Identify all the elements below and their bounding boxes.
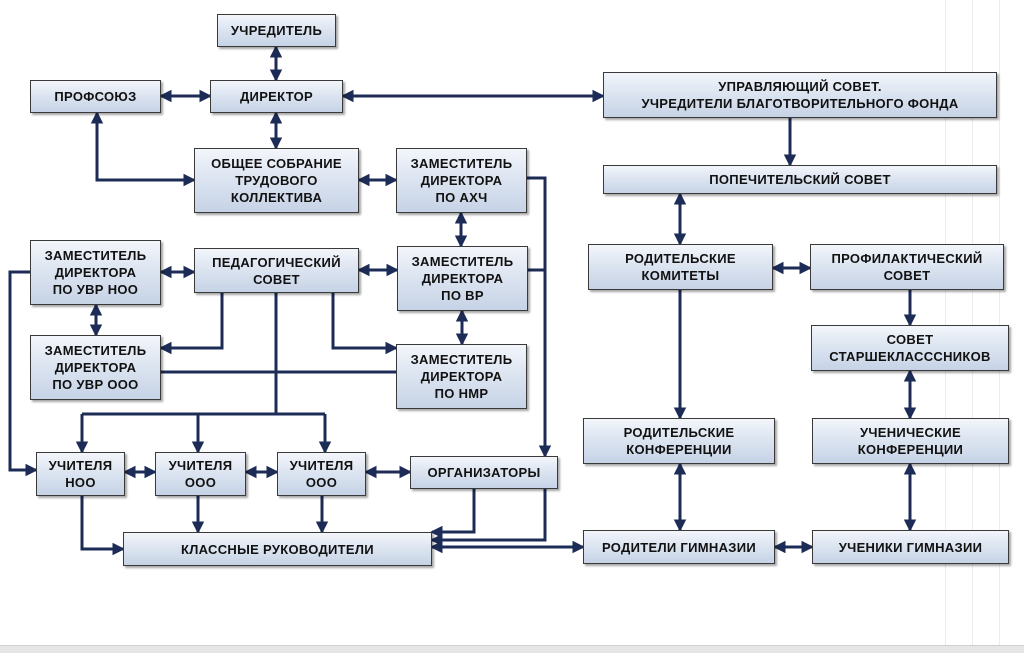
node-profsoyuz: ПРОФСОЮЗ bbox=[30, 80, 161, 113]
node-zam-vr: ЗАМЕСТИТЕЛЬ ДИРЕКТОРА ПО ВР bbox=[397, 246, 528, 311]
node-ucheniki-gimnazii: УЧЕНИКИ ГИМНАЗИИ bbox=[812, 530, 1009, 564]
node-obshchee-sobranie: ОБЩЕЕ СОБРАНИЕ ТРУДОВОГО КОЛЛЕКТИВА bbox=[194, 148, 359, 213]
node-klassnye-rukovoditeli: КЛАССНЫЕ РУКОВОДИТЕЛИ bbox=[123, 532, 432, 566]
node-zam-ahch: ЗАМЕСТИТЕЛЬ ДИРЕКТОРА ПО АХЧ bbox=[396, 148, 527, 213]
node-roditeli-gimnazii: РОДИТЕЛИ ГИМНАЗИИ bbox=[583, 530, 775, 564]
node-zam-nmr: ЗАМЕСТИТЕЛЬ ДИРЕКТОРА ПО НМР bbox=[396, 344, 527, 409]
connector-arrow bbox=[527, 176, 552, 458]
node-upravlyayushchiy-sovet: УПРАВЛЯЮЩИЙ СОВЕТ. УЧРЕДИТЕЛИ БЛАГОТВОРИ… bbox=[603, 72, 997, 118]
node-direktor: ДИРЕКТОР bbox=[210, 80, 343, 113]
node-sovet-starsheklassnikov: СОВЕТ СТАРШЕКЛАСССНИКОВ bbox=[811, 325, 1009, 371]
node-rod-konferentsii: РОДИТЕЛЬСКИЕ КОНФЕРЕНЦИИ bbox=[583, 418, 775, 464]
node-zam-uvr-noo: ЗАМЕСТИТЕЛЬ ДИРЕКТОРА ПО УВР НОО bbox=[30, 240, 161, 305]
connector-arrow bbox=[8, 270, 38, 477]
node-uchen-konferentsii: УЧЕНИЧЕСКИЕ КОНФЕРЕНЦИИ bbox=[812, 418, 1009, 464]
node-uchreditel: УЧРЕДИТЕЛЬ bbox=[217, 14, 336, 47]
node-profilakt-sovet: ПРОФИЛАКТИЧЕСКИЙ СОВЕТ bbox=[810, 244, 1004, 290]
connector-arrow bbox=[80, 496, 125, 556]
node-rod-komitety: РОДИТЕЛЬСКИЕ КОМИТЕТЫ bbox=[588, 244, 773, 290]
node-uchitelya-ooo-1: УЧИТЕЛЯ ООО bbox=[155, 452, 246, 496]
connector-arrow bbox=[331, 293, 398, 355]
bottom-scrollbar-strip bbox=[0, 645, 1024, 653]
node-uchitelya-noo: УЧИТЕЛЯ НОО bbox=[36, 452, 125, 496]
connector-arrow bbox=[159, 293, 224, 355]
node-organizatory: ОРГАНИЗАТОРЫ bbox=[410, 456, 558, 489]
connector-arrow bbox=[90, 111, 196, 187]
node-uchitelya-ooo-2: УЧИТЕЛЯ ООО bbox=[277, 452, 366, 496]
node-popechitelskiy-sovet: ПОПЕЧИТЕЛЬСКИЙ СОВЕТ bbox=[603, 165, 997, 194]
node-ped-sovet: ПЕДАГОГИЧЕСКИЙ СОВЕТ bbox=[194, 248, 359, 293]
node-zam-uvr-ooo: ЗАМЕСТИТЕЛЬ ДИРЕКТОРА ПО УВР ООО bbox=[30, 335, 161, 400]
connector-arrow bbox=[430, 489, 476, 539]
connector-arrow bbox=[430, 489, 547, 547]
